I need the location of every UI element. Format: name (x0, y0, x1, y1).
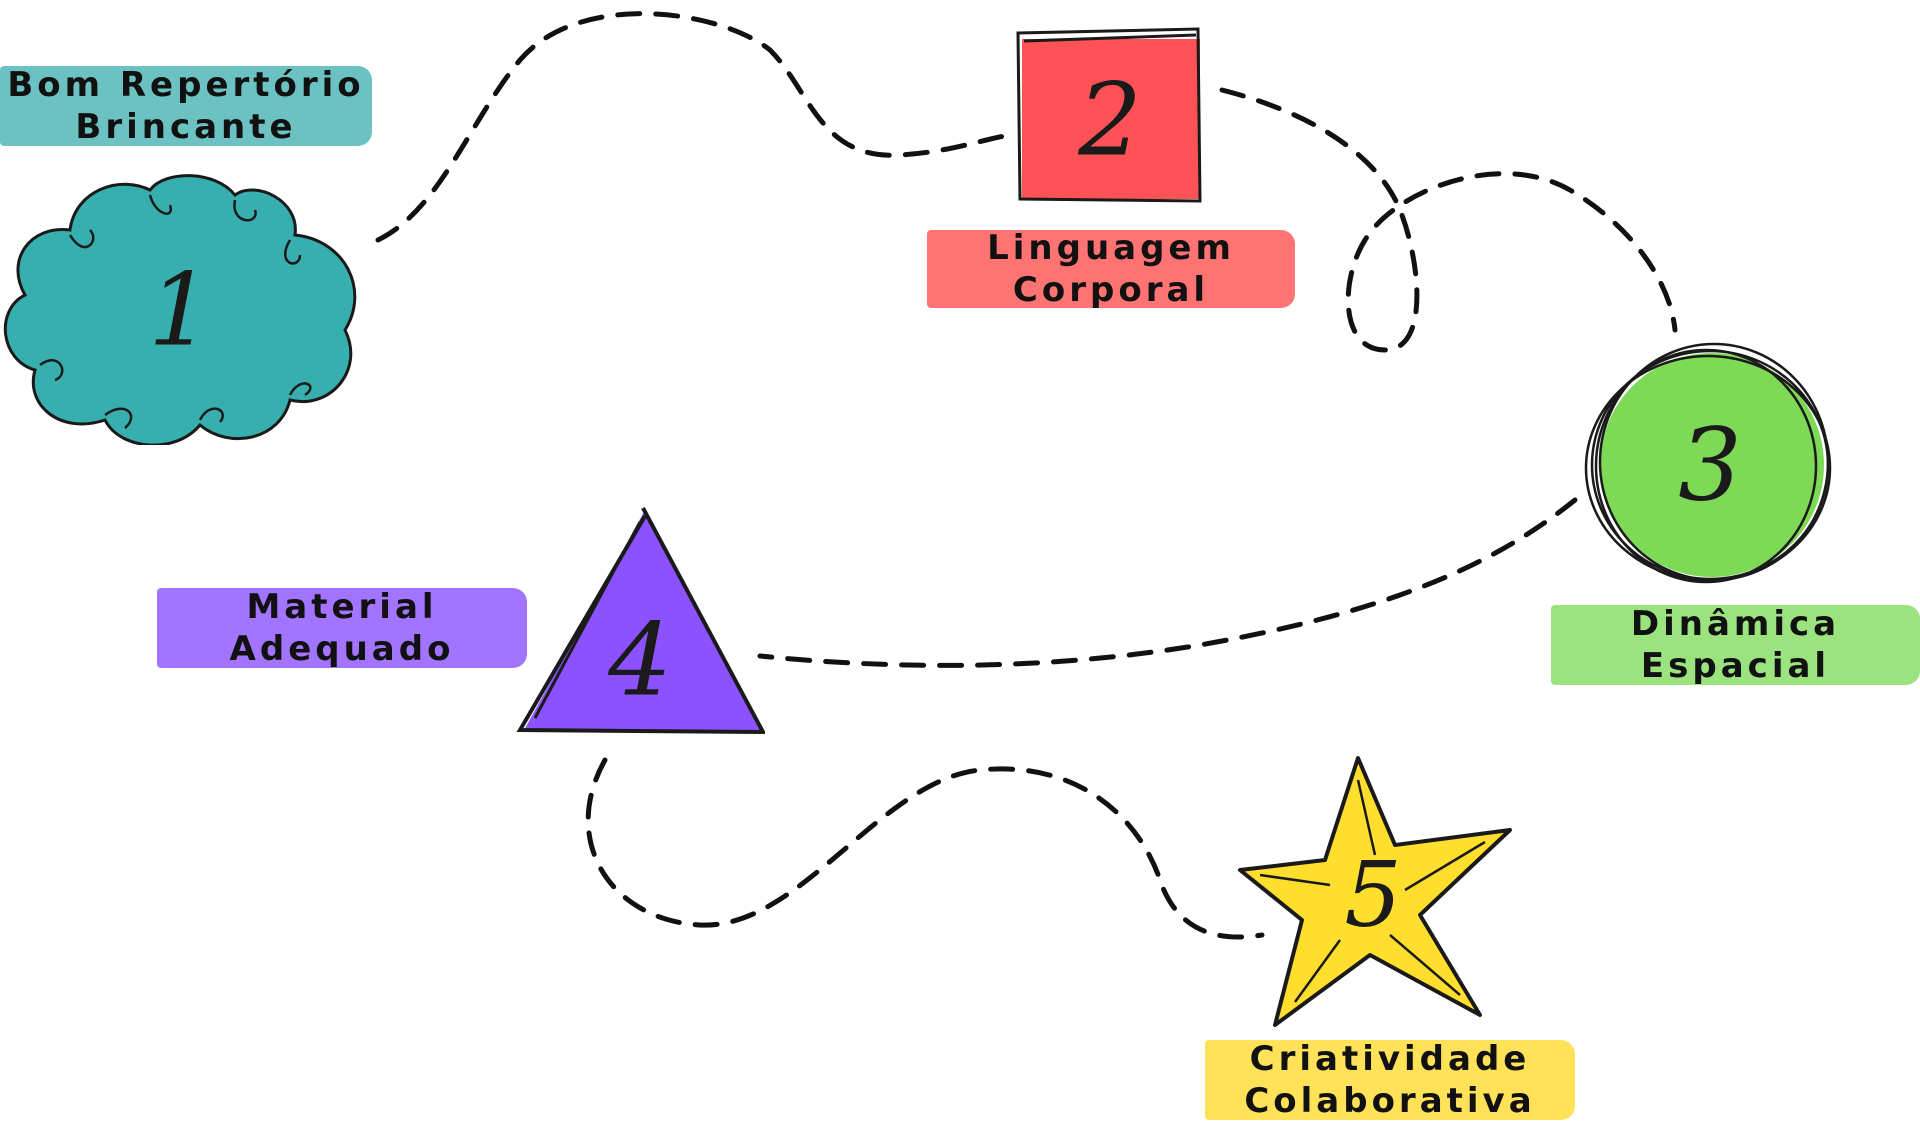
triangle-body (523, 510, 760, 732)
label-step-3-line-2: Espacial (1640, 646, 1831, 686)
step-number-5: 5 (1344, 843, 1401, 948)
triangle-shape-step-4: 4 (516, 507, 765, 735)
step-number-4: 4 (607, 602, 672, 719)
label-step-4-line-2: Adequado (229, 629, 455, 669)
step-number-3: 3 (1678, 407, 1742, 524)
square-outline (1016, 27, 1202, 203)
star-shape-step-5: 5 (1238, 756, 1512, 1027)
label-step-5: Criatividade Colaborativa (1205, 1039, 1575, 1121)
star-body (1238, 756, 1512, 1027)
circle-shape-step-3: 3 (1584, 342, 1832, 584)
square-body (1022, 39, 1200, 199)
circle-body (1600, 353, 1824, 577)
label-step-1: Bom Repertório Brincante (0, 65, 372, 147)
label-step-5-line-2: Colaborativa (1244, 1081, 1536, 1121)
label-step-5-line-1: Criatividade (1249, 1039, 1531, 1079)
path-segment-4-5 (585, 757, 1265, 940)
triangle-outline (516, 507, 765, 735)
cloud-curls (39, 194, 312, 429)
step-number-2: 2 (1077, 62, 1142, 179)
label-step-3: Dinâmica Espacial (1551, 604, 1920, 686)
label-step-4: Material Adequado (157, 587, 527, 669)
path-segment-2-3 (1219, 87, 1678, 353)
star-inner-strokes (1259, 779, 1486, 1003)
step-number-1: 1 (148, 252, 212, 369)
label-step-4-line-1: Material (246, 587, 438, 627)
circle-scribble (1584, 342, 1832, 584)
square-shape-step-2: 2 (1016, 27, 1202, 203)
label-step-1-line-1: Bom Repertório (7, 65, 365, 105)
path-segment-1-2 (375, 11, 1013, 243)
label-step-1-line-2: Brincante (75, 107, 297, 147)
path-segment-3-4 (757, 497, 1578, 668)
label-step-2-line-2: Corporal (1012, 270, 1210, 310)
label-step-2-line-1: Linguagem (987, 228, 1235, 268)
label-step-2: Linguagem Corporal (927, 228, 1295, 310)
label-step-3-line-1: Dinâmica (1630, 604, 1841, 644)
cloud-shape-step-1: 1 (3, 174, 357, 445)
